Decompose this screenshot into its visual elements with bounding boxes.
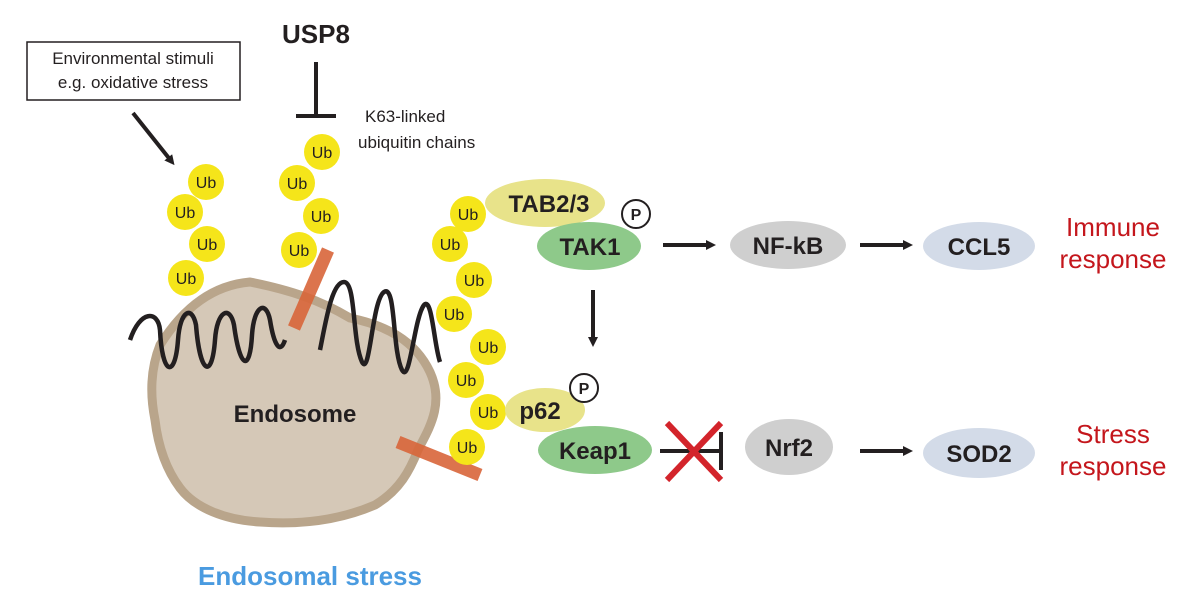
endosome-shape <box>147 277 441 528</box>
ub-bead <box>303 198 339 234</box>
nrf2-label: Nrf2 <box>765 435 813 462</box>
tak1-phospho-circle <box>621 199 651 229</box>
ub-label: Ub <box>312 145 333 162</box>
ub-label: Ub <box>196 175 217 192</box>
ub-label: Ub <box>458 207 479 224</box>
endosome-label: Endosome <box>234 401 357 428</box>
ub-bead <box>450 196 486 232</box>
ub-label: Ub <box>175 205 196 222</box>
stimulus-line-1: Environmental stimuli <box>52 49 214 68</box>
ub-label: Ub <box>311 209 332 226</box>
ub-bead <box>189 226 225 262</box>
p62-phospho-circle <box>569 373 599 403</box>
immune-response-line-2: response <box>1060 244 1167 274</box>
k63-label-line-1: K63-linked <box>365 107 445 126</box>
ub-bead <box>168 260 204 296</box>
ub-bead <box>448 362 484 398</box>
ub-label: Ub <box>464 273 485 290</box>
ub-label: Ub <box>478 340 499 357</box>
ccl5-node <box>923 222 1035 270</box>
tab23-label: TAB2/3 <box>509 191 590 218</box>
nfkb-label: NF-kB <box>753 233 824 260</box>
ub-label: Ub <box>440 237 461 254</box>
ccl5-label: CCL5 <box>948 234 1011 261</box>
nrf2-node <box>745 419 833 475</box>
ub-bead <box>449 429 485 465</box>
ub-bead <box>470 394 506 430</box>
ub-label: Ub <box>457 440 478 457</box>
ub-label: Ub <box>287 176 308 193</box>
ub-bead <box>470 329 506 365</box>
ub-bead <box>456 262 492 298</box>
immune-response-line-1: Immune <box>1066 212 1160 242</box>
tak1-phospho-label: P <box>631 207 642 224</box>
ub-bead <box>167 194 203 230</box>
stimulus-box <box>26 41 241 101</box>
endosomal-stress-caption: Endosomal stress <box>198 561 422 591</box>
tak1-label: TAK1 <box>560 234 621 261</box>
stimulus-line-2: e.g. oxidative stress <box>58 73 208 92</box>
ub-bead <box>304 134 340 170</box>
stress-response-line-1: Stress <box>1076 419 1150 449</box>
tak1-node <box>537 222 641 270</box>
ub-bead <box>279 165 315 201</box>
membrane-coil-right <box>317 279 443 375</box>
membrane-anchor-bottom <box>395 435 483 482</box>
ub-label: Ub <box>197 237 218 254</box>
ub-bead <box>188 164 224 200</box>
stress-response-line-2: response <box>1060 451 1167 481</box>
block-x-stroke-2 <box>664 420 724 483</box>
membrane-coil-left <box>127 305 288 370</box>
membrane-anchor-top <box>288 247 334 331</box>
p62-label: p62 <box>519 398 560 425</box>
ub-label: Ub <box>478 405 499 422</box>
ub-label: Ub <box>176 271 197 288</box>
ub-label: Ub <box>456 373 477 390</box>
tab23-node <box>485 179 605 227</box>
ub-bead <box>432 226 468 262</box>
ub-label: Ub <box>444 307 465 324</box>
ub-label: Ub <box>289 243 310 260</box>
keap1-label: Keap1 <box>559 438 631 465</box>
sod2-node <box>923 428 1035 478</box>
p62-phospho-label: P <box>579 381 590 398</box>
nfkb-node <box>730 221 846 269</box>
p62-node <box>505 388 585 432</box>
sod2-label: SOD2 <box>946 441 1011 468</box>
stimulus-arrow <box>131 111 175 166</box>
ub-bead <box>281 232 317 268</box>
k63-label-line-2: ubiquitin chains <box>358 133 475 152</box>
keap1-node <box>538 426 652 474</box>
ub-bead <box>436 296 472 332</box>
usp8-label: USP8 <box>282 19 350 49</box>
